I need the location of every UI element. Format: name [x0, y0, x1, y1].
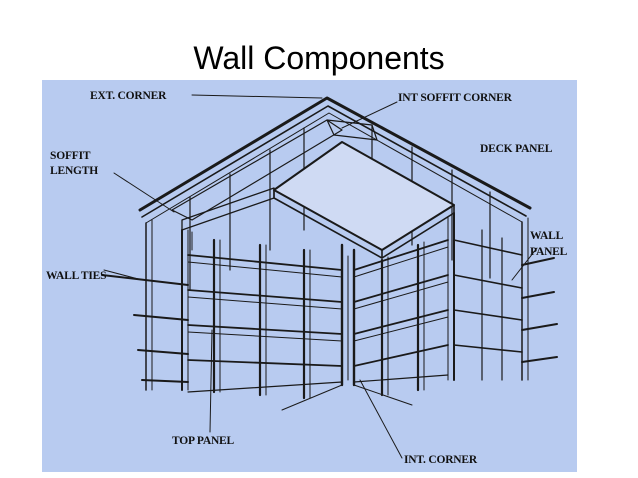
label-ext-corner: EXT. CORNER — [90, 90, 167, 102]
label-soffit-length-line1: SOFFIT — [50, 150, 91, 162]
label-int-soffit-corner: INT SOFFIT CORNER — [398, 92, 513, 104]
label-wall-panel-line1: WALL — [530, 230, 564, 242]
wall-components-diagram: EXT. CORNER INT SOFFIT CORNER SOFFIT LEN… — [42, 80, 577, 472]
label-deck-panel: DECK PANEL — [480, 143, 553, 155]
label-top-panel: TOP PANEL — [172, 435, 235, 447]
label-int-corner: INT. CORNER — [404, 454, 478, 466]
label-wall-panel-line2: PANEL — [530, 246, 568, 258]
slide-title: Wall Components — [193, 40, 445, 76]
label-soffit-length-line2: LENGTH — [50, 165, 98, 177]
label-wall-ties: WALL TIES — [46, 270, 106, 282]
formwork-drawing — [101, 94, 558, 459]
